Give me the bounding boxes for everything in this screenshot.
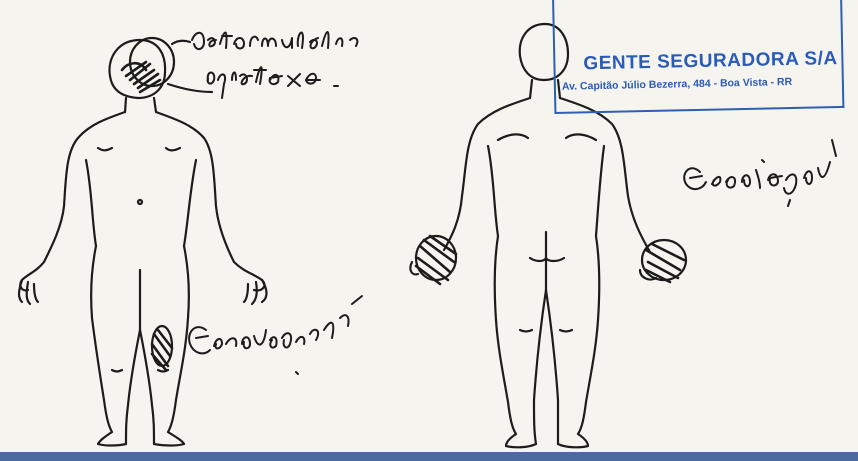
- back-left-hand-mark: [410, 236, 456, 284]
- handwriting-back-note: [684, 140, 836, 206]
- back-right-hand-mark: [640, 240, 686, 282]
- bottom-border-rule: [0, 452, 858, 461]
- leg-injury-mark: [152, 326, 172, 370]
- back-left-leg: [496, 290, 546, 447]
- back-torso-outline: [444, 98, 650, 252]
- handwriting-leg-note: [189, 296, 362, 374]
- stamp-company-name: GENTE SEGURADORA S/A: [583, 48, 838, 75]
- head-injury-mark: [122, 38, 212, 92]
- handwriting-head-note: [192, 32, 357, 98]
- front-left-leg: [92, 318, 140, 446]
- back-right-leg: [546, 290, 598, 447]
- insurer-stamp: GENTE SEGURADORA S/A Av. Capitão Júlio B…: [552, 0, 844, 114]
- front-right-hand: [244, 280, 267, 304]
- front-left-hand: [19, 280, 38, 304]
- front-figure: [19, 40, 267, 446]
- stamp-address: Av. Capitão Júlio Bezerra, 484 - Boa Vis…: [562, 76, 792, 93]
